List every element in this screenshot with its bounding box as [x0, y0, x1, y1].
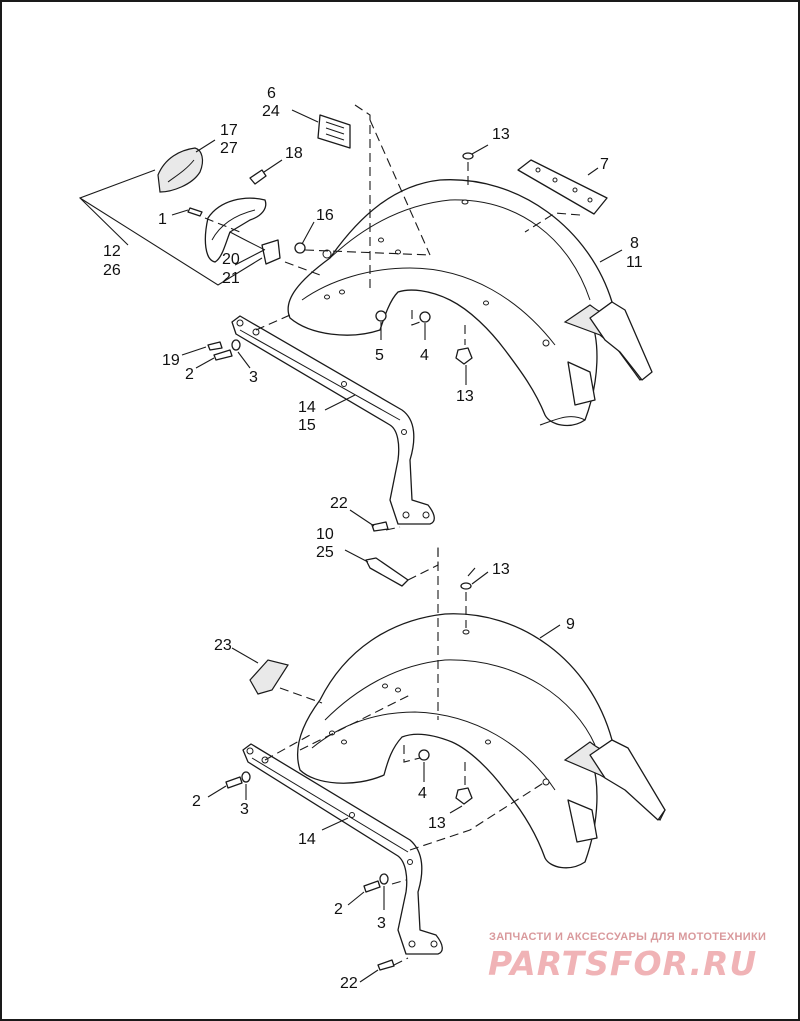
- nut-4-lower: [418, 749, 430, 761]
- callout-22-a: 22: [330, 495, 348, 512]
- callout-3-b: 3: [240, 801, 249, 818]
- callout-16: 16: [316, 207, 334, 224]
- callout-2-a: 2: [185, 366, 194, 383]
- callout-24: 24: [262, 103, 280, 120]
- upper-rear-fender: [287, 179, 653, 427]
- nut-4-upper: [419, 311, 431, 323]
- tail-lamp-lens-17: [157, 147, 204, 193]
- reflector-23: [249, 659, 289, 695]
- callout-3-a: 3: [249, 369, 258, 386]
- callout-14-a: 14: [298, 399, 316, 416]
- plate-7: [517, 159, 608, 215]
- callout-22-b: 22: [340, 975, 358, 992]
- support-rail-14-upper: [231, 315, 435, 525]
- bolt-2-lower: [363, 880, 381, 893]
- callout-2-c: 2: [334, 901, 343, 918]
- bolt-22-lower: [377, 959, 395, 971]
- bolt-2-mid: [225, 776, 243, 789]
- callout-13-c: 13: [492, 561, 510, 578]
- lower-leader-lines: [207, 571, 561, 983]
- bulb-18: [249, 169, 267, 185]
- callout-4-b: 4: [418, 785, 427, 802]
- callout-26: 26: [103, 262, 121, 279]
- callout-7: 7: [600, 156, 609, 173]
- callout-12: 12: [103, 243, 121, 260]
- callout-25: 25: [316, 544, 334, 561]
- bolt-2-upper: [213, 349, 233, 361]
- bracket-10: [365, 557, 409, 587]
- callout-27: 27: [220, 140, 238, 157]
- callout-17: 17: [220, 122, 238, 139]
- tail-lamp-housing-12: [204, 197, 281, 265]
- upper-dashed-lines: [204, 104, 581, 581]
- support-rail-14-lower: [242, 743, 443, 955]
- callout-3-c: 3: [377, 915, 386, 932]
- nut-5: [375, 310, 387, 322]
- bolt-19: [207, 341, 223, 351]
- callout-13-b: 13: [456, 388, 474, 405]
- callout-9: 9: [566, 616, 575, 633]
- callout-6: 6: [267, 85, 276, 102]
- callout-11: 11: [626, 254, 643, 271]
- callout-5: 5: [375, 347, 384, 364]
- nut-13-lower: [455, 787, 473, 805]
- callout-4-a: 4: [420, 347, 429, 364]
- lower-dashed-lines: [264, 548, 546, 966]
- washer-3-mid: [241, 771, 251, 783]
- callout-23: 23: [214, 637, 232, 654]
- callout-2-b: 2: [192, 793, 201, 810]
- nut-13-upper: [455, 347, 473, 365]
- callout-14-b: 14: [298, 831, 316, 848]
- upper-leader-lines: [78, 109, 623, 577]
- callout-19: 19: [162, 352, 180, 369]
- washer-13-upper: [462, 152, 474, 160]
- watermark-logo: PARTSFOR.RU: [488, 944, 758, 983]
- bolt-22-upper: [371, 521, 389, 532]
- callout-21: 21: [222, 270, 240, 287]
- callout-13-a: 13: [492, 126, 510, 143]
- license-bracket-6: [317, 114, 351, 149]
- watermark-tagline: ЗАПЧАСТИ И АКСЕССУАРЫ ДЛЯ МОТОТЕХНИКИ: [489, 931, 767, 943]
- washer-3-lower: [379, 873, 389, 885]
- washer-13-lower: [460, 582, 472, 590]
- nut-16: [294, 242, 306, 254]
- callout-13-d: 13: [428, 815, 446, 832]
- callout-8: 8: [630, 235, 639, 252]
- washer-3-upper: [231, 339, 241, 351]
- callout-10: 10: [316, 526, 334, 543]
- callout-18: 18: [285, 145, 303, 162]
- lower-rear-fender: [296, 613, 666, 869]
- screw-1: [187, 207, 203, 217]
- callout-20: 20: [222, 251, 240, 268]
- callout-15: 15: [298, 417, 316, 434]
- callout-1: 1: [158, 211, 167, 228]
